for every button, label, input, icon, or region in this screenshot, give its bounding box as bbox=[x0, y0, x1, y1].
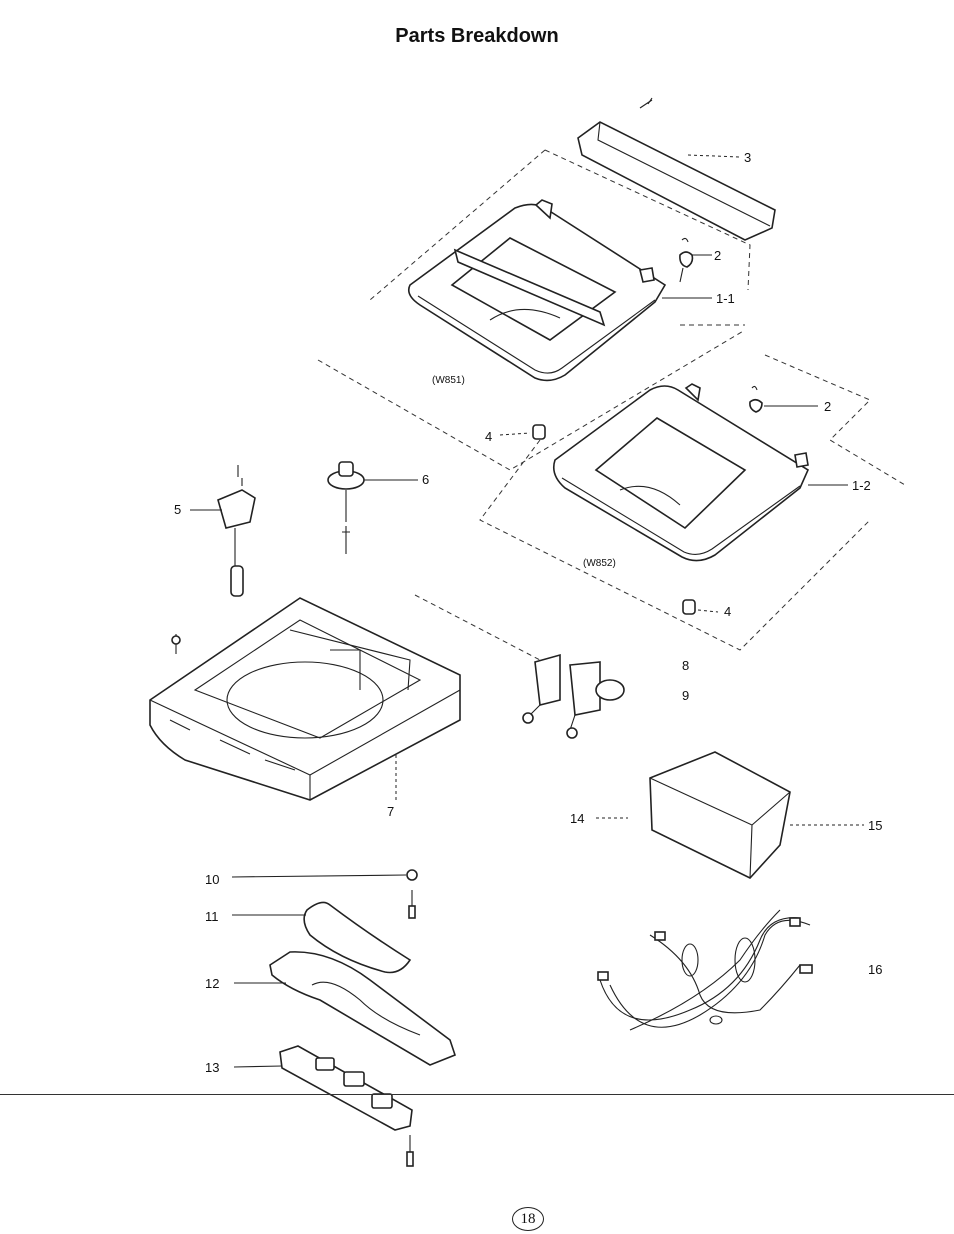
callout-10: 10 bbox=[205, 872, 219, 887]
part-5-switch bbox=[217, 465, 256, 597]
callout-14: 14 bbox=[570, 811, 584, 826]
part-14-15-control-cover bbox=[649, 751, 791, 879]
part-2-hinge-upper bbox=[679, 237, 694, 283]
callout-6: 6 bbox=[422, 472, 429, 487]
callout-leader-lines bbox=[190, 154, 864, 1068]
callout-13: 13 bbox=[205, 1060, 219, 1075]
callout-5: 5 bbox=[174, 502, 181, 517]
part-6-pressure-switch bbox=[327, 461, 365, 554]
assembly-guide-lines bbox=[317, 149, 906, 661]
callout-1-2: 1-2 bbox=[852, 478, 871, 493]
page-divider bbox=[0, 1094, 954, 1095]
part-3-rear-cover bbox=[577, 97, 776, 241]
callout-8: 8 bbox=[682, 658, 689, 673]
part-8-9-water-valves bbox=[522, 653, 625, 739]
page-title: Parts Breakdown bbox=[395, 25, 559, 47]
callout-2-upper: 2 bbox=[714, 248, 721, 263]
part-12-control-panel bbox=[269, 951, 456, 1066]
callout-3: 3 bbox=[744, 150, 751, 165]
part-7-cabinet-top bbox=[149, 597, 461, 801]
callout-11: 11 bbox=[205, 909, 219, 924]
callout-7: 7 bbox=[387, 804, 394, 819]
part-2-hinge-lower bbox=[749, 385, 763, 413]
callout-2-lower: 2 bbox=[824, 399, 831, 414]
part-4-cap-lower bbox=[682, 599, 696, 615]
part-1-2-lid-w852 bbox=[552, 383, 810, 562]
part-1-1-lid-w851 bbox=[407, 199, 667, 382]
callout-4-lower: 4 bbox=[724, 604, 731, 619]
part-10-knob bbox=[406, 869, 418, 919]
callout-9: 9 bbox=[682, 688, 689, 703]
part-16-wire-harness bbox=[597, 909, 813, 1031]
page-number: 18 bbox=[512, 1207, 544, 1231]
model-label-w851: (W851) bbox=[432, 375, 465, 386]
callout-1-1: 1-1 bbox=[716, 291, 735, 306]
callout-15: 15 bbox=[868, 818, 882, 833]
callout-labels: 3 2 1-1 (W851) 2 4 6 1-2 5 (W852) 4 8 9 … bbox=[174, 150, 882, 1075]
callout-4-upper: 4 bbox=[485, 429, 492, 444]
callout-16: 16 bbox=[868, 962, 882, 977]
model-label-w852: (W852) bbox=[583, 558, 616, 569]
part-13-pcb-assembly bbox=[279, 1045, 414, 1167]
part-11-panel-sheet bbox=[303, 901, 412, 974]
part-4-cap-upper bbox=[532, 424, 546, 440]
callout-12: 12 bbox=[205, 976, 219, 991]
